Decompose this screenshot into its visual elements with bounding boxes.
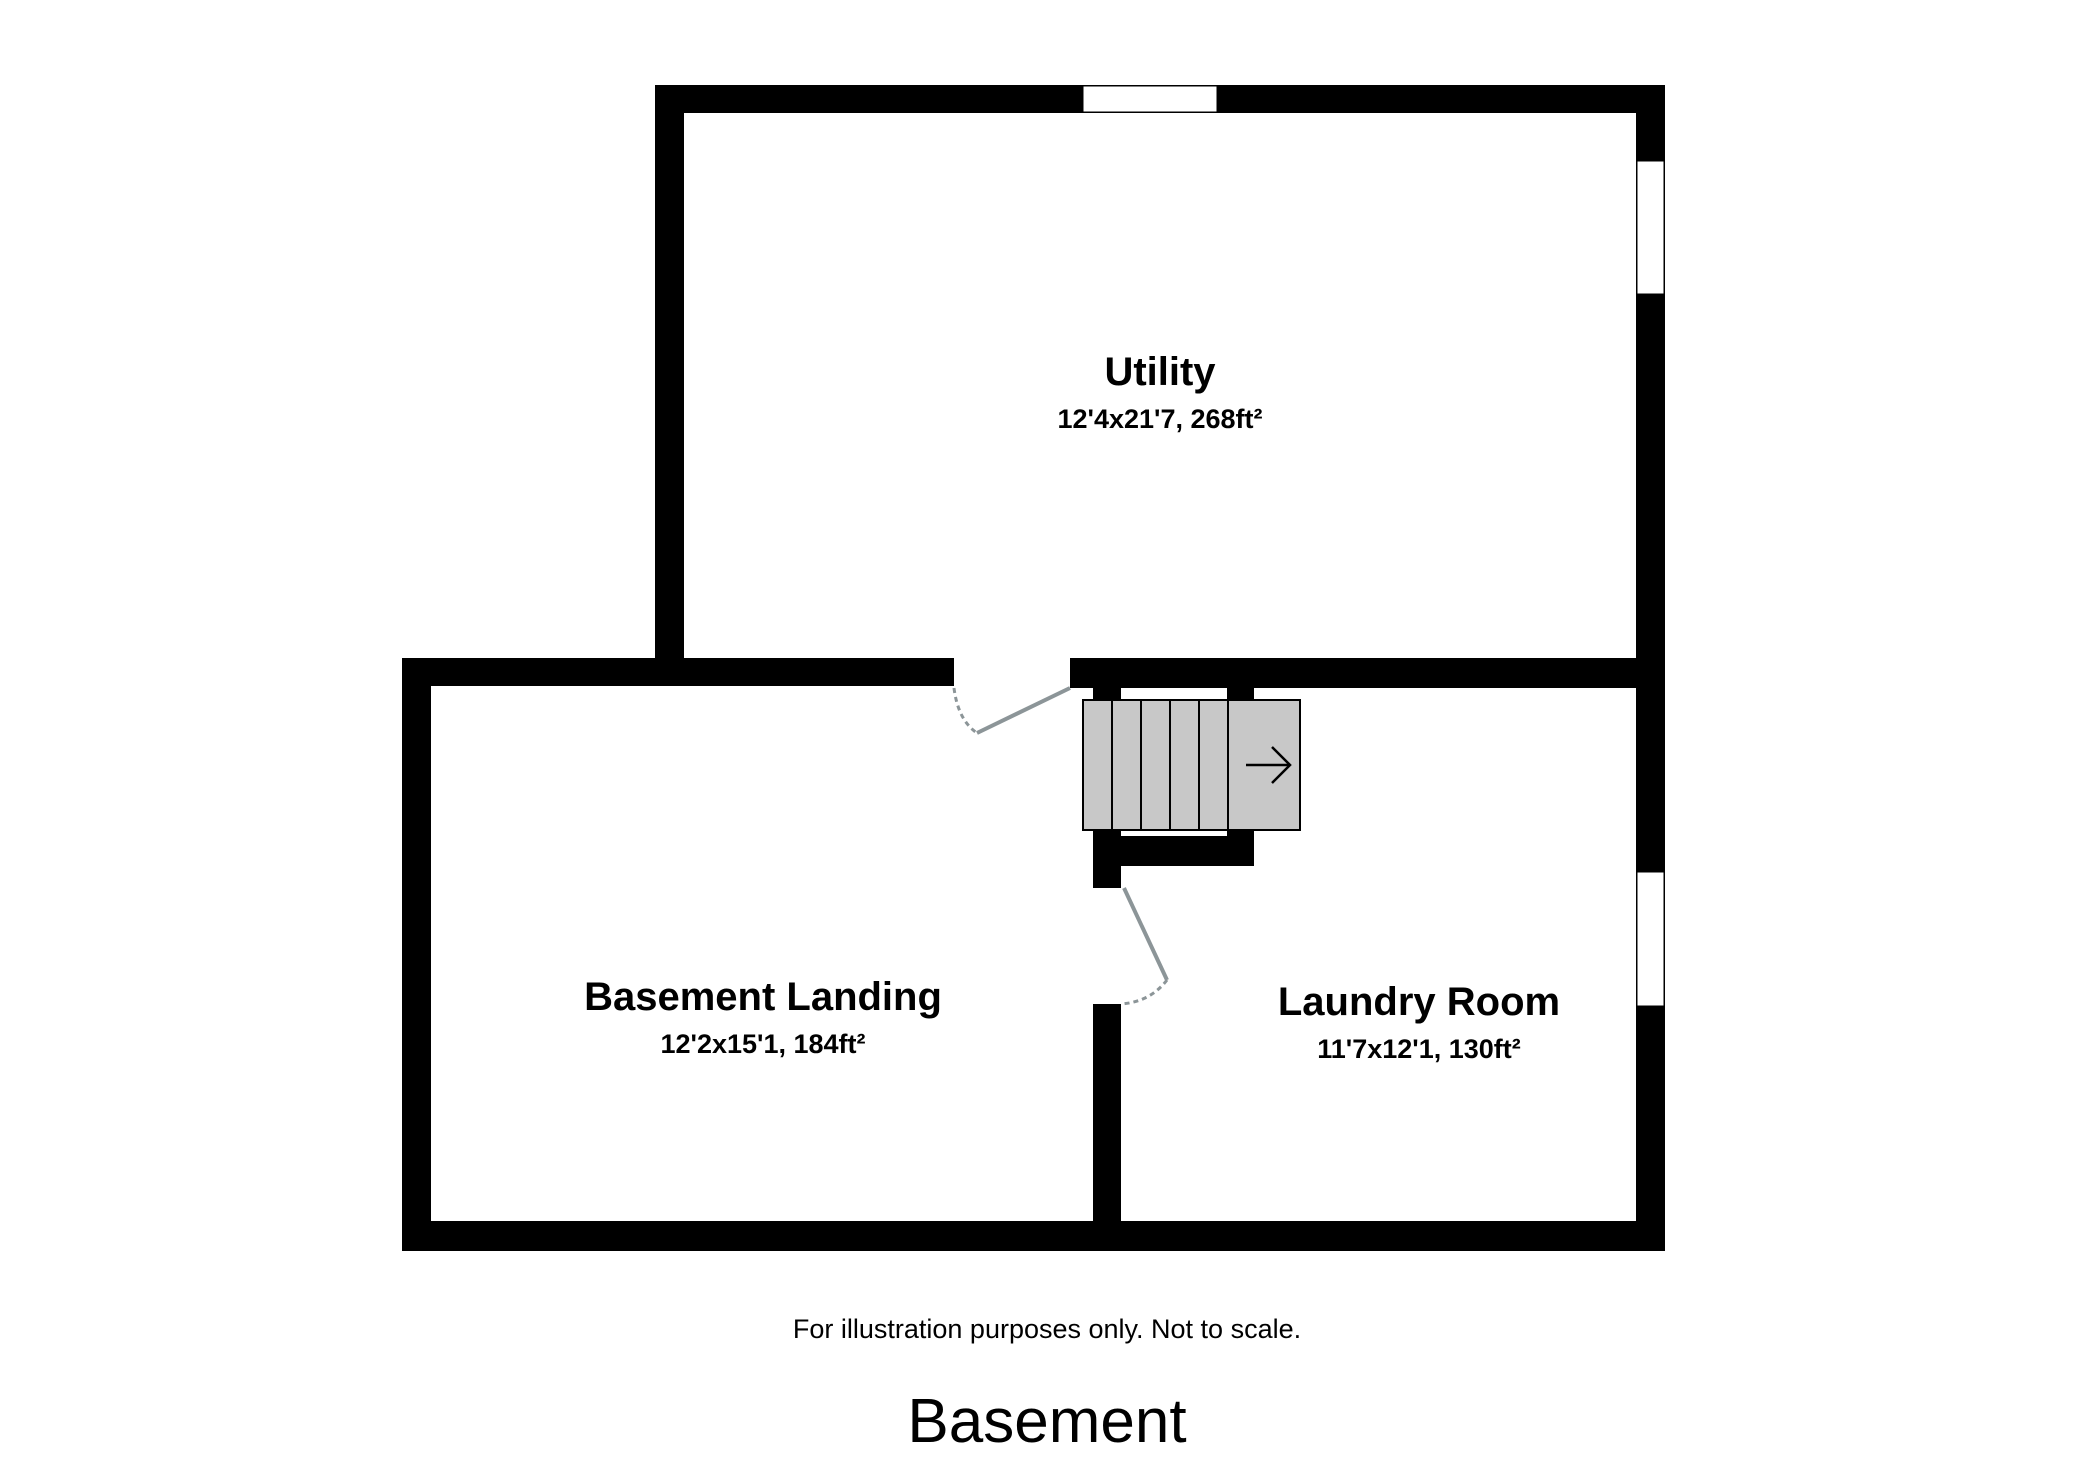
bottom-wall [402, 1221, 1665, 1251]
utility-left-wall [655, 85, 684, 665]
room-name-utility: Utility [1104, 350, 1216, 394]
landing-top-wall-left [402, 658, 954, 686]
floor-name-label: Basement [907, 1387, 1186, 1456]
stair-enclosure-bottom [1093, 836, 1254, 866]
window-right-lower [1636, 871, 1665, 1007]
room-dimensions-basement-landing: 12'2x15'1, 184ft² [661, 1029, 866, 1059]
windows [1082, 85, 1665, 1007]
landing-left-wall [402, 658, 431, 1251]
doors [952, 686, 1169, 1006]
arrow-right-icon [1246, 746, 1292, 784]
door-leaf-laundry [1122, 887, 1169, 981]
disclaimer-text: For illustration purposes only. Not to s… [793, 1314, 1301, 1344]
utility-bottom-wall-right [1070, 658, 1665, 688]
staircase [1082, 699, 1301, 831]
walls [402, 85, 1665, 1251]
window-top [1082, 85, 1218, 113]
door-leaf-utility [976, 686, 1071, 735]
room-dimensions-utility: 12'4x21'7, 268ft² [1058, 404, 1263, 434]
door-swing-laundry [1120, 979, 1169, 1006]
room-name-basement-landing: Basement Landing [584, 975, 942, 1019]
divider-wall-lower [1093, 1004, 1121, 1251]
window-right-upper [1636, 160, 1665, 295]
room-name-laundry-room: Laundry Room [1278, 980, 1560, 1024]
room-labels: Utility 12'4x21'7, 268ft² Basement Landi… [584, 350, 1560, 1064]
door-swing-utility [952, 687, 978, 735]
room-dimensions-laundry-room: 11'7x12'1, 130ft² [1317, 1034, 1521, 1064]
